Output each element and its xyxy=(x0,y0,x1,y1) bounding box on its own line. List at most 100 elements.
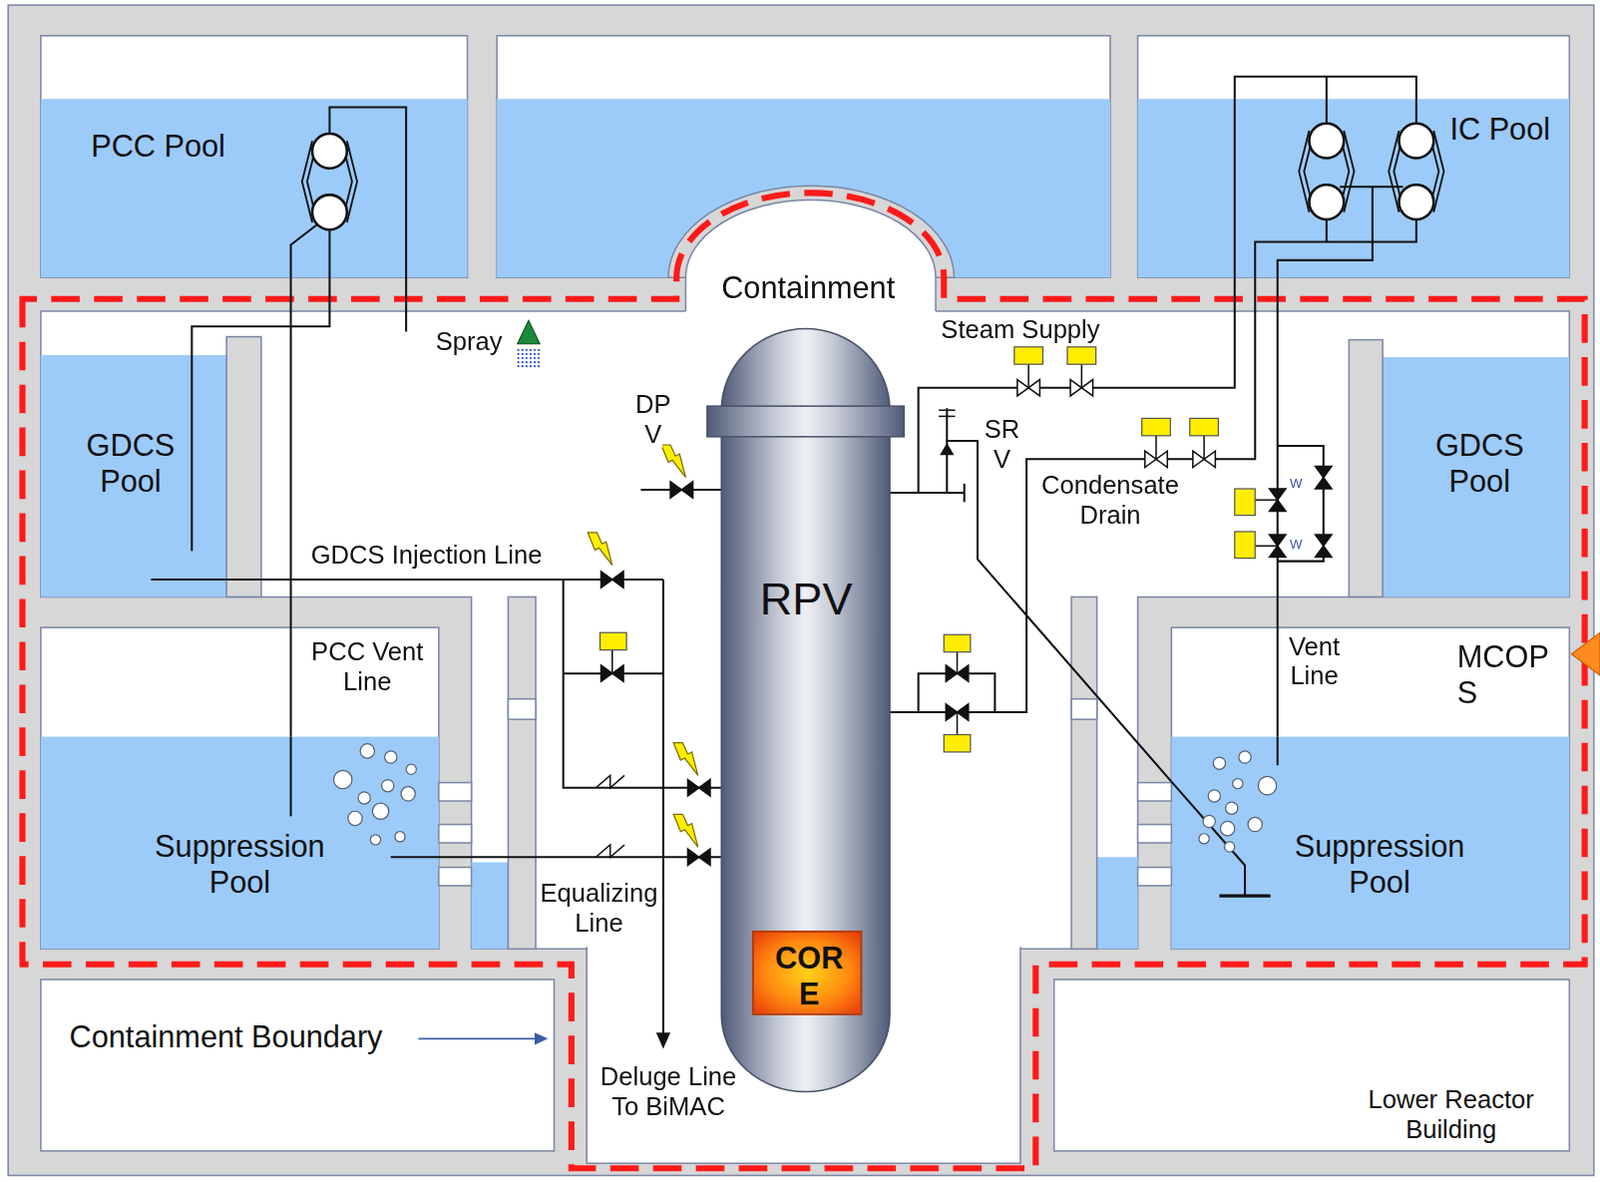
spray-droplet xyxy=(521,353,524,356)
text-holder: Condensate Drain xyxy=(1033,470,1187,530)
actuator-stem xyxy=(1081,364,1084,389)
text-holder: Lower Reactor Building xyxy=(1353,1084,1548,1144)
text-holder: GDCS Pool xyxy=(1423,428,1537,500)
spray-droplet xyxy=(537,365,540,368)
spray-droplet xyxy=(517,357,520,360)
text-holder: W xyxy=(1284,476,1308,492)
steam-bubble xyxy=(395,831,405,842)
horizontal-vent xyxy=(1138,783,1173,801)
room xyxy=(1054,979,1571,1152)
steam-bubble xyxy=(348,810,363,825)
steam-bubble xyxy=(370,834,381,845)
node-label: Containment Boundary xyxy=(69,1019,384,1054)
text-holder: Spray xyxy=(434,326,517,356)
exchanger-drum xyxy=(1308,123,1344,159)
horizontal-vent xyxy=(1138,824,1173,843)
pipe-line xyxy=(391,855,439,858)
actuator-stem xyxy=(1254,545,1278,548)
valve-actuator xyxy=(1190,417,1219,435)
pipe-line xyxy=(1277,445,1324,562)
valve-actuator xyxy=(1014,347,1044,365)
diagram-label: W xyxy=(1288,536,1304,552)
exchanger-drum xyxy=(312,133,348,169)
steam-bubble xyxy=(405,764,416,775)
pipe-connector xyxy=(191,277,330,356)
relief-valve-spring xyxy=(938,415,955,418)
node-label: RPV xyxy=(760,573,853,624)
text-holder: Steam Supply xyxy=(918,314,1124,344)
pipe-line xyxy=(1234,76,1417,279)
node-label: PCC Pool xyxy=(90,128,226,163)
steam-bubble xyxy=(360,744,375,759)
connector-label: Steam Supply xyxy=(939,314,1101,344)
valve-symbol xyxy=(1269,488,1286,512)
pool-water xyxy=(1382,357,1570,597)
pool-region: PCC Pool xyxy=(40,98,468,278)
spray-droplet xyxy=(521,349,524,352)
actuator-stem xyxy=(611,650,614,675)
actuator-stem xyxy=(1254,498,1278,501)
text-holder: Containment xyxy=(696,270,921,306)
valve-symbol xyxy=(1017,380,1041,397)
actuator-stem xyxy=(956,652,959,674)
spray-droplet xyxy=(529,349,532,352)
room xyxy=(40,627,439,949)
spray-droplet xyxy=(517,353,520,356)
actuator-stem xyxy=(1155,435,1158,460)
node-label: GDCS Pool xyxy=(86,428,176,498)
actuator-stem xyxy=(1202,435,1205,460)
valve-symbol xyxy=(670,481,694,498)
spray-droplet xyxy=(533,349,536,352)
text-holder: IC Pool xyxy=(1438,112,1562,148)
pipe-connector xyxy=(889,277,1255,713)
spray-droplet xyxy=(533,357,536,360)
steam-bubble xyxy=(1257,776,1276,795)
building-wall xyxy=(7,4,1595,1176)
exchanger-drum xyxy=(1398,184,1434,220)
spray-droplet xyxy=(537,349,540,352)
check-valve xyxy=(595,775,625,788)
connector-label: GDCS Injection Line xyxy=(310,539,544,569)
text-holder: Equalizing Line xyxy=(535,878,664,938)
steam-bubble xyxy=(385,751,398,764)
pool-region: Suppression Pool xyxy=(1171,737,1570,950)
steam-bubble xyxy=(1232,779,1243,790)
text-holder: Vent Line xyxy=(1278,631,1351,691)
pool-water xyxy=(471,861,509,949)
connector-label: Vent Line xyxy=(1287,631,1341,690)
spray-droplet xyxy=(533,361,536,364)
core-box: COR E xyxy=(752,930,862,1016)
pool-region: IC Pool xyxy=(1138,98,1571,278)
pipe-line xyxy=(328,229,331,278)
text-holder: MCOP S xyxy=(1456,639,1559,711)
building-room: Containment Boundary xyxy=(40,979,555,1152)
text-holder: Suppression Pool xyxy=(137,829,343,901)
valve-actuator xyxy=(1142,417,1172,435)
squib-bolt xyxy=(673,743,699,777)
valve-symbol xyxy=(1269,534,1286,558)
pipe-line xyxy=(291,224,319,278)
diagram-label: SR V xyxy=(983,413,1022,472)
node-label: Suppression Pool xyxy=(1294,829,1466,899)
pool-water xyxy=(40,98,468,278)
diagram-label: MCOP S xyxy=(1456,639,1551,709)
spray-droplet xyxy=(525,349,528,352)
diagram-label: Spray xyxy=(434,326,504,356)
text-holder: PCC Vent Line xyxy=(301,636,434,696)
valve-actuator xyxy=(600,632,628,650)
steam-bubble xyxy=(1202,814,1215,827)
exchanger-frame xyxy=(1433,130,1444,213)
steam-bubble xyxy=(1224,841,1235,852)
pool-water xyxy=(1171,737,1570,950)
spray-droplet xyxy=(537,361,540,364)
steam-bubble xyxy=(1238,751,1251,764)
valve-symbol xyxy=(687,848,711,865)
steam-bubble xyxy=(1219,820,1234,835)
pipe-line xyxy=(945,407,948,441)
horizontal-vent xyxy=(438,867,472,886)
exchanger-frame xyxy=(1298,130,1309,213)
text-holder: GDCS Injection Line xyxy=(273,539,580,569)
text-holder: Deluge Line To BiMAC xyxy=(594,1062,743,1122)
arrow-head xyxy=(534,1032,548,1045)
spray-droplet xyxy=(529,353,532,356)
